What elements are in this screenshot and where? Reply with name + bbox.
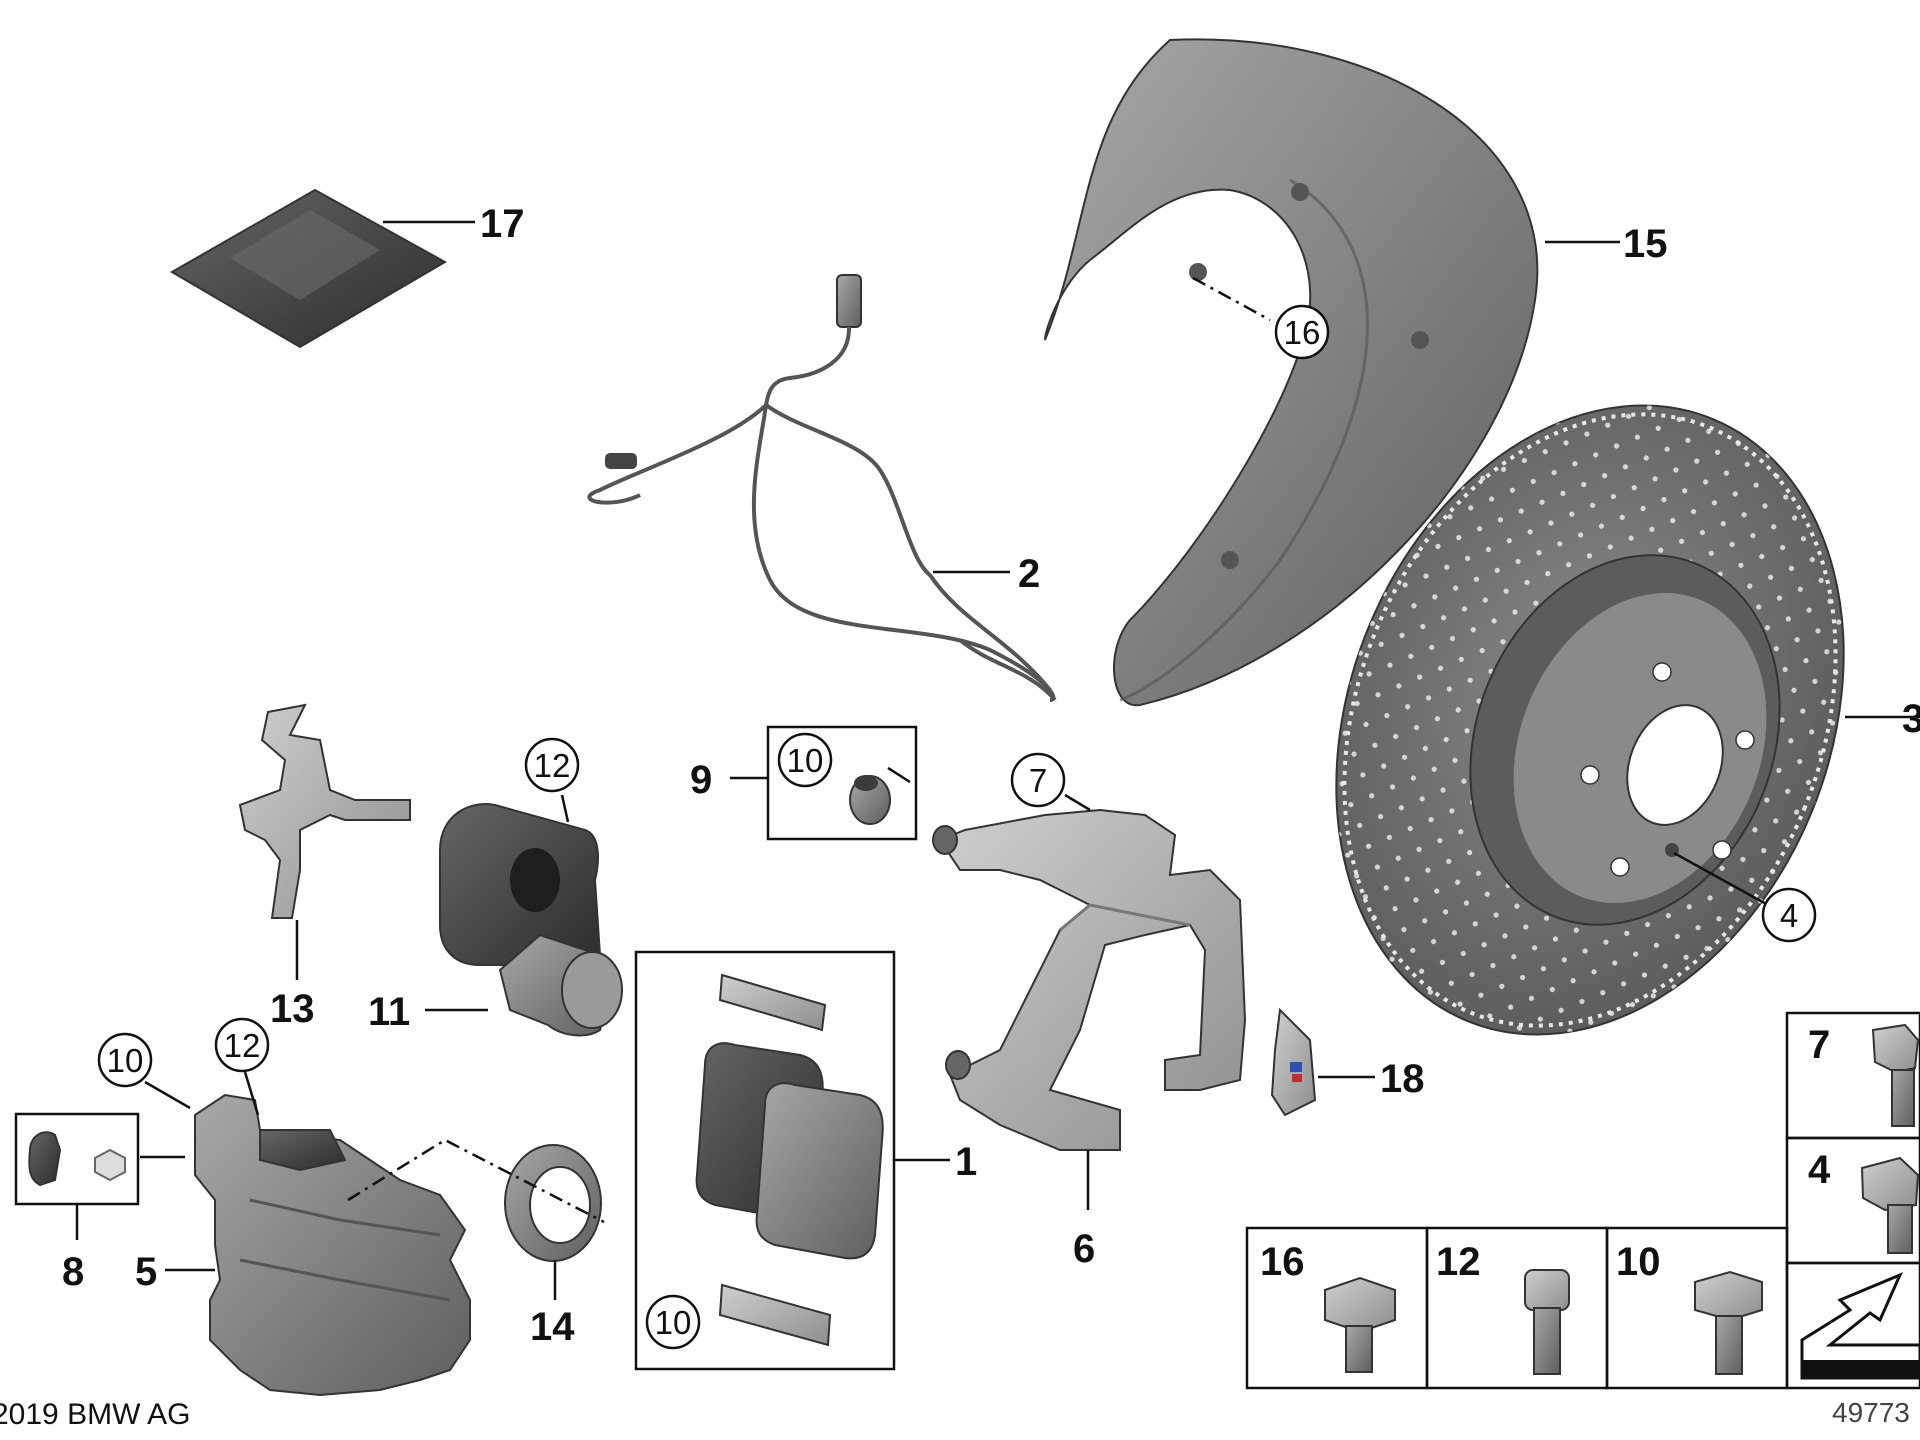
label-11: 11: [368, 990, 410, 1034]
leader-lines: [75, 220, 1920, 1300]
part-14-drawing: [504, 1144, 602, 1262]
part-8-box: [14, 1112, 140, 1206]
part-13-drawing: [238, 703, 411, 919]
label-13: 13: [270, 987, 315, 1031]
callout-7: 7: [1029, 762, 1047, 799]
callout-12-motor: 12: [534, 747, 571, 784]
part-5-drawing: [194, 1093, 471, 1397]
diagram-number: 49773: [1832, 1397, 1910, 1428]
part-6-drawing: [932, 808, 1247, 1151]
callout-circles: [97, 304, 1817, 1350]
part-2-drawing: [587, 274, 1057, 702]
part-11-drawing: [439, 803, 623, 1037]
label-8: 8: [62, 1250, 84, 1294]
hardware-label-4: 4: [1808, 1148, 1831, 1192]
label-1: 1: [955, 1140, 977, 1184]
hardware-label-12: 12: [1436, 1240, 1481, 1284]
callout-10-pads: 10: [655, 1304, 692, 1341]
hardware-label-10: 10: [1616, 1240, 1661, 1284]
part-17-drawing: [170, 188, 448, 349]
callout-16: 16: [1284, 314, 1321, 351]
label-15: 15: [1623, 222, 1668, 266]
label-6: 6: [1073, 1227, 1095, 1271]
hardware-label-16: 16: [1260, 1240, 1305, 1284]
label-18: 18: [1380, 1057, 1425, 1101]
part-1-box: [634, 950, 896, 1371]
label-17: 17: [480, 202, 525, 246]
callout-10-caliper: 10: [107, 1042, 144, 1079]
part-18-drawing: [1270, 1007, 1317, 1117]
hardware-label-7: 7: [1808, 1023, 1830, 1067]
part-1-drawing: [695, 973, 884, 1347]
label-9: 9: [690, 758, 712, 802]
callout-10-bushing: 10: [787, 742, 824, 779]
label-14: 14: [530, 1305, 575, 1349]
copyright-text: 2019 BMW AG: [0, 1398, 190, 1431]
part-9-drawing: [849, 775, 891, 825]
callout-12-caliper: 12: [224, 1027, 261, 1064]
part-9-box: [766, 725, 918, 841]
label-2: 2: [1018, 552, 1040, 596]
callout-4: 4: [1780, 897, 1798, 934]
label-5: 5: [135, 1250, 157, 1294]
part-8-drawing: [28, 1131, 126, 1187]
hardware-table: [1245, 1011, 1920, 1390]
label-3: 3: [1902, 697, 1920, 741]
part-15-drawing: [1044, 38, 1539, 707]
